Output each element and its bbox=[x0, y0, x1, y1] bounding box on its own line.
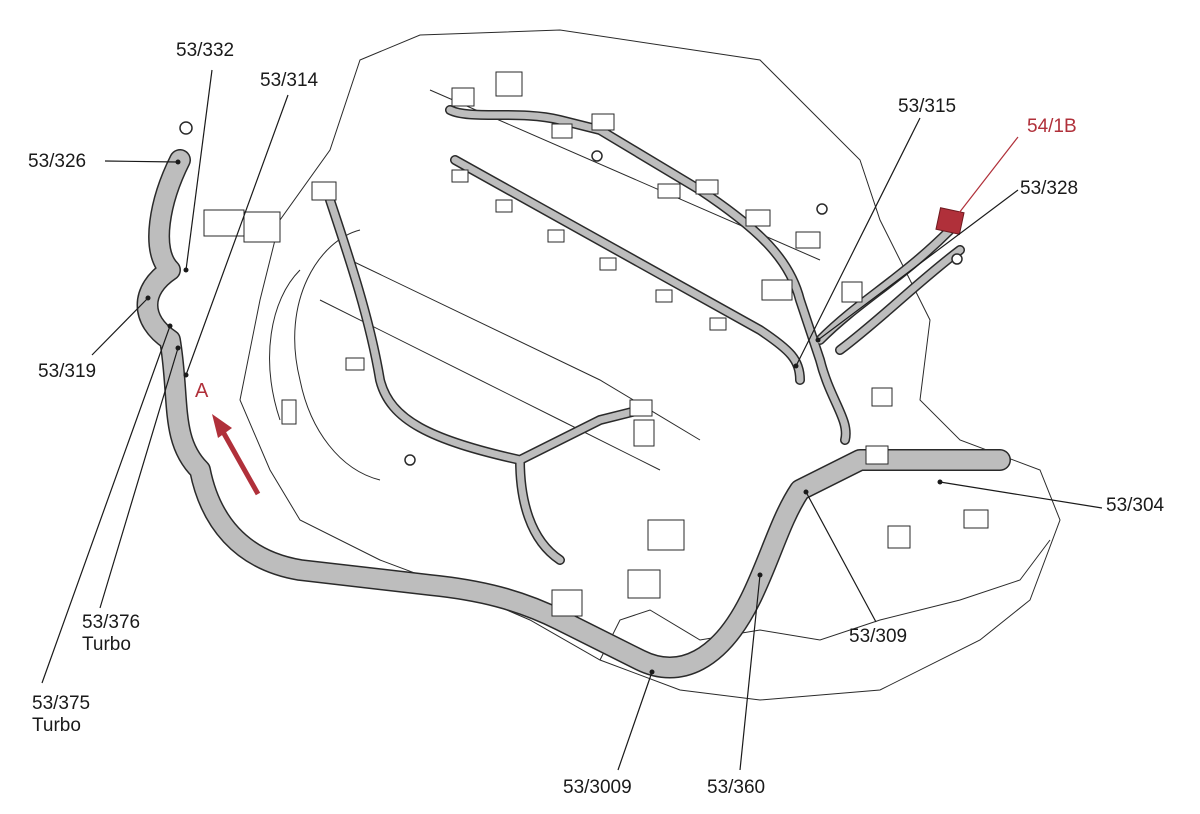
view-arrow-label: A bbox=[195, 380, 209, 402]
callout-53-326: 53/326 bbox=[28, 151, 87, 172]
callout-53-376-variant: Turbo bbox=[82, 634, 131, 655]
connector-blocks bbox=[203, 71, 989, 617]
callout-53-328: 53/328 bbox=[1020, 178, 1079, 199]
upper-harness bbox=[325, 105, 965, 565]
callout-53-315: 53/315 bbox=[898, 96, 957, 117]
callout-53-376-code: 53/376 bbox=[82, 612, 141, 633]
leader-line-54-1b bbox=[951, 136, 1019, 223]
callout-dots bbox=[145, 159, 943, 675]
callout-53-375: 53/375 Turbo bbox=[32, 693, 90, 737]
callout-53-375-variant: Turbo bbox=[32, 715, 81, 736]
callout-54-1b: 54/1B bbox=[1027, 116, 1077, 137]
callout-53-375-code: 53/375 bbox=[32, 693, 91, 714]
callout-53-314: 53/314 bbox=[260, 70, 319, 91]
callout-53-376: 53/376 Turbo bbox=[82, 612, 140, 656]
callout-53-3009: 53/3009 bbox=[563, 777, 632, 798]
relay-54-1b bbox=[935, 207, 965, 235]
view-arrow-a bbox=[212, 414, 261, 496]
ring-terminals bbox=[179, 121, 963, 466]
injector-connectors bbox=[451, 169, 727, 331]
callout-53-319: 53/319 bbox=[38, 361, 97, 382]
leader-lines bbox=[41, 69, 1103, 771]
callout-53-360: 53/360 bbox=[707, 777, 766, 798]
callout-53-309: 53/309 bbox=[849, 626, 908, 647]
callout-53-332: 53/332 bbox=[176, 40, 235, 61]
callout-53-304: 53/304 bbox=[1106, 495, 1165, 516]
main-harness bbox=[136, 149, 1011, 679]
